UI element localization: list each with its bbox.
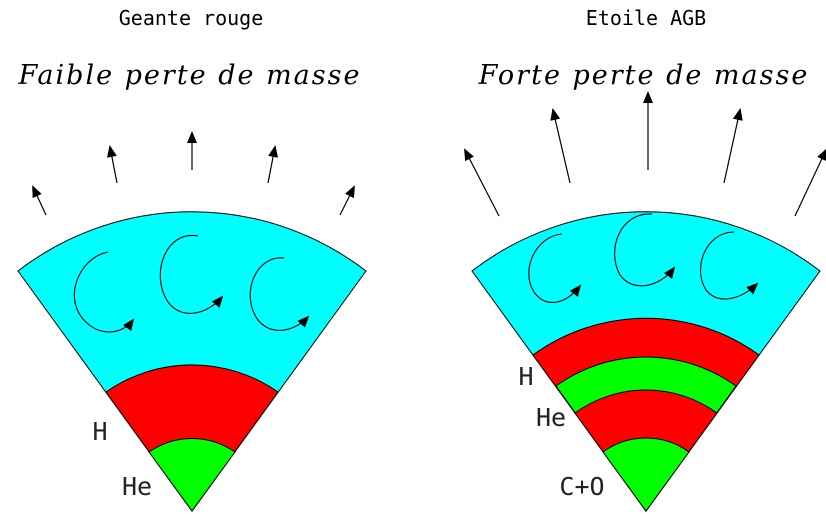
red-giant-subtitle: Faible perte de masse [18,60,362,91]
red-giant-convective-envelope [17,211,367,512]
agb-star-carbon-oxygen-core [602,437,690,512]
agb-star-core-label: C+O [559,472,604,501]
red-giant-title: Geante rouge [119,6,264,30]
wind-arrow [32,185,47,216]
convection-cell [159,235,224,314]
wind-arrow [107,145,118,184]
agb-star-title: Etoile AGB [586,6,706,30]
convection-cell [614,213,676,287]
convection-cell [249,257,310,331]
wind-arrow [794,148,826,217]
red-giant-convection-cells [73,235,310,333]
red-giant-panel: Geante rouge Faible perte de masse H He [17,6,367,512]
wind-arrow [339,185,355,216]
convection-cell [700,231,759,300]
convection-cell [528,233,582,303]
red-giant-wind-arrows [32,131,355,216]
red-giant-h-label: H [92,417,107,446]
agb-star-wind-arrows [464,91,826,217]
agb-star-panel: Etoile AGB Forte perte de masse H He C+O [464,6,826,512]
agb-star-convection-cells [528,213,759,303]
agb-star-h-label: H [518,362,533,391]
agb-star-subtitle: Forte perte de masse [478,60,810,91]
red-giant-helium-core [148,438,236,512]
wind-arrow [550,108,571,184]
wind-arrow [464,148,500,217]
red-giant-he-label: He [122,472,152,501]
wind-arrow [267,145,278,184]
wind-arrow [723,108,743,184]
agb-star-he-label: He [536,403,566,432]
convection-cell [73,251,135,333]
